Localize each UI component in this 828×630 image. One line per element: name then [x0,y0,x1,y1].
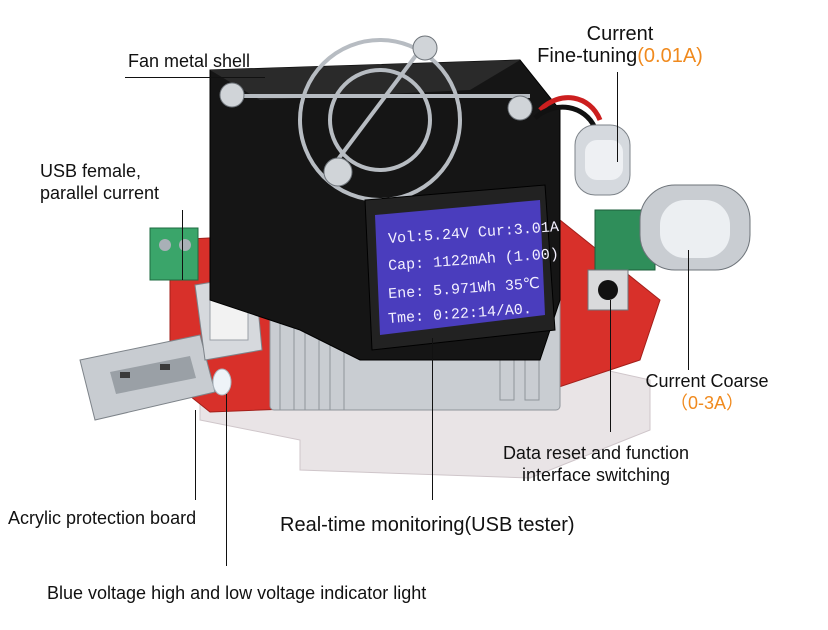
blue-light-label: Blue voltage high and low voltage indica… [47,583,427,603]
fan-metal-shell-label: Fan metal shell [128,51,251,71]
lcd-screen [375,200,545,335]
current-fine-line2: Fine-tuning(0.01A) [520,45,720,67]
green-terminal [149,227,199,281]
current-fine-range: (0.01A) [637,45,703,67]
indicator-led [212,368,232,396]
coarse-knob [639,184,751,271]
push-button [598,280,618,300]
data-reset-label: Data reset and function interface switch… [476,442,716,486]
acrylic-board-label: Acrylic protection board [8,508,197,528]
acrylic-callout-line [195,410,196,500]
realtime-callout-line [432,338,433,500]
fine-tuning-knob [574,124,631,196]
data-reset-line2: interface switching [521,465,671,485]
usb-female-line1: USB female, [40,161,142,181]
current-fine-label: Current Fine-tuning(0.01A) [520,23,720,67]
current-coarse-range: （0-3A） [669,393,745,413]
fine-tuning-callout-line [617,72,618,162]
current-fine-text: Fine-tuning [537,45,638,67]
blue-light-callout-line [226,394,227,566]
coarse-callout-line [688,250,689,370]
current-fine-line1: Current [586,23,654,45]
reset-callout-line [610,300,611,432]
usb-female-label: USB female, parallel current [40,160,159,204]
usb-female-line2: parallel current [40,183,160,203]
usb-male-plug [79,334,216,421]
current-coarse-label: Current Coarse （0-3A） [632,370,782,414]
data-reset-line1: Data reset and function [502,443,690,463]
usb-female-callout-line [182,210,183,280]
realtime-monitoring-label: Real-time monitoring(USB tester) [280,514,575,536]
fan-callout-line [125,77,265,78]
current-coarse-text: Current Coarse [645,371,769,391]
